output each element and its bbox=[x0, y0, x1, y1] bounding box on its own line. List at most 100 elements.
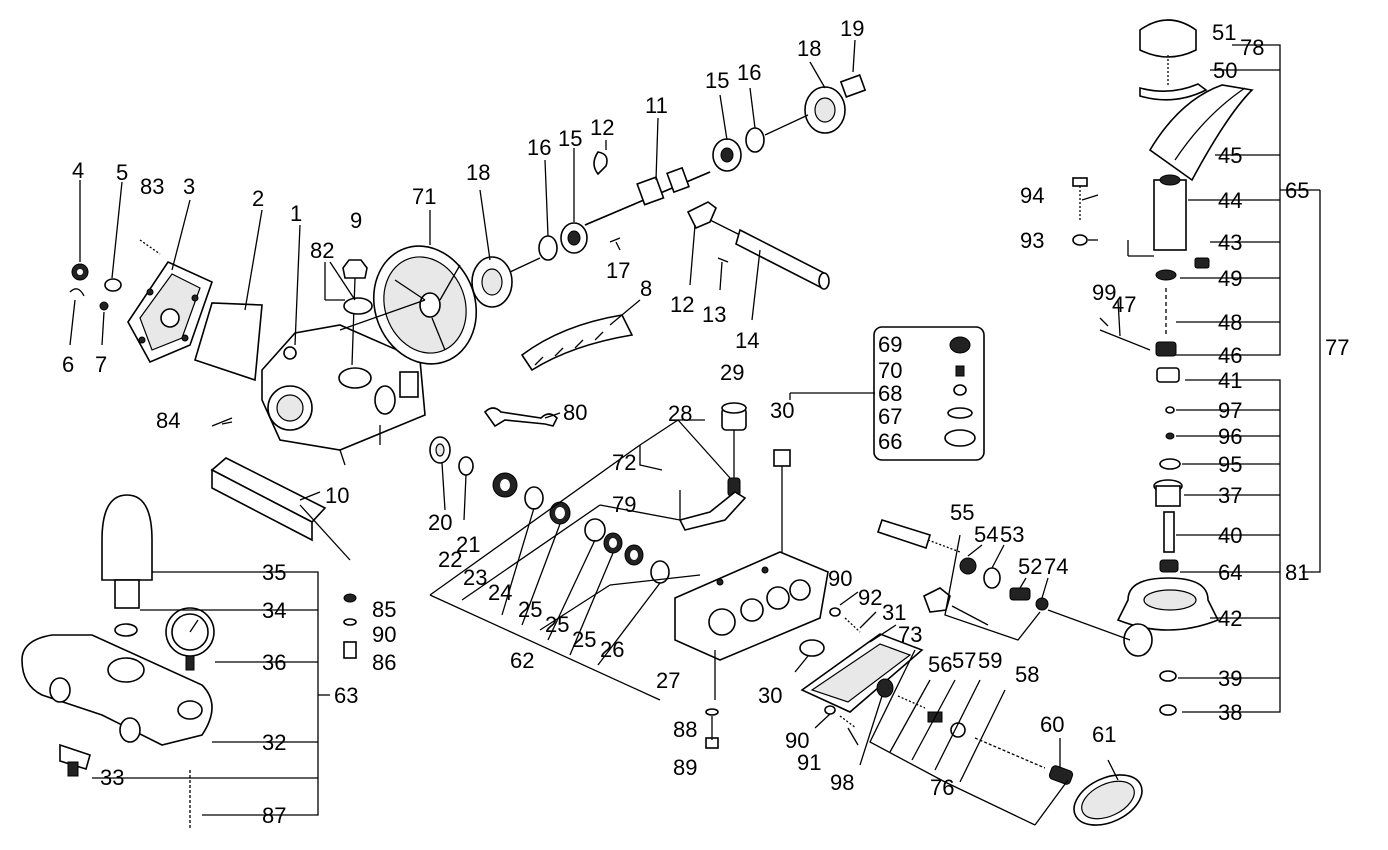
label-29: 29 bbox=[720, 360, 744, 385]
part-40-pin bbox=[1163, 511, 1175, 553]
label-25a: 25 bbox=[518, 597, 542, 622]
part-21-oring bbox=[458, 456, 474, 476]
part-8-guard bbox=[520, 314, 634, 372]
part-32-manifold bbox=[21, 634, 213, 746]
label-66: 66 bbox=[878, 429, 902, 454]
part-25-seal-b bbox=[603, 532, 623, 554]
label-13: 13 bbox=[702, 302, 726, 327]
label-93: 93 bbox=[1020, 228, 1044, 253]
leader-lines bbox=[69, 39, 1321, 826]
label-27: 27 bbox=[656, 668, 680, 693]
part-99-pin bbox=[1099, 317, 1109, 327]
part-98-fitting bbox=[876, 678, 894, 698]
part-20-seal bbox=[429, 436, 451, 464]
part-92-bolt bbox=[844, 617, 861, 633]
label-79: 79 bbox=[612, 492, 636, 517]
label-53: 53 bbox=[1000, 522, 1024, 547]
label-62: 62 bbox=[510, 648, 534, 673]
part-90-washer-head bbox=[829, 607, 841, 617]
label-68: 68 bbox=[878, 381, 902, 406]
label-48: 48 bbox=[1218, 310, 1242, 335]
part-61-strainer bbox=[1073, 774, 1143, 826]
label-83: 83 bbox=[140, 174, 164, 199]
part-90-washer-cover bbox=[824, 705, 836, 715]
part-1-pump-body bbox=[261, 324, 426, 466]
part-18-bearing-cover bbox=[471, 256, 541, 308]
label-6: 6 bbox=[62, 352, 74, 377]
label-84: 84 bbox=[156, 408, 180, 433]
part-9-oil-cap bbox=[342, 259, 368, 366]
label-12a: 12 bbox=[590, 115, 614, 140]
part-97-washer bbox=[1165, 406, 1175, 414]
label-35: 35 bbox=[262, 560, 286, 585]
label-25b: 25 bbox=[545, 612, 569, 637]
part-27-manifold-head bbox=[674, 551, 829, 700]
part-16-washer-right bbox=[745, 127, 765, 153]
label-17: 17 bbox=[606, 258, 630, 283]
valve-kit-box bbox=[789, 326, 985, 461]
label-72: 72 bbox=[612, 450, 636, 475]
part-number-labels: 4 5 83 3 2 1 82 9 6 7 71 18 16 15 12 11 … bbox=[62, 16, 1349, 828]
label-65: 65 bbox=[1285, 178, 1309, 203]
label-11: 11 bbox=[645, 93, 668, 118]
part-42-valve-body bbox=[1116, 577, 1220, 657]
label-9: 9 bbox=[350, 208, 362, 233]
part-38-oring bbox=[1159, 704, 1177, 716]
part-28-valve bbox=[727, 430, 741, 497]
label-42: 42 bbox=[1218, 606, 1242, 631]
label-19: 19 bbox=[840, 16, 864, 41]
part-93-washer bbox=[1072, 234, 1088, 246]
label-76: 76 bbox=[930, 775, 954, 800]
label-78: 78 bbox=[1240, 35, 1264, 60]
part-3-cover-plate bbox=[127, 260, 213, 364]
part-16-washer bbox=[538, 235, 558, 261]
part-74-oring bbox=[1035, 597, 1049, 611]
label-7: 7 bbox=[95, 352, 107, 377]
label-18a: 18 bbox=[466, 160, 490, 185]
part-50-bracket bbox=[1139, 83, 1208, 101]
label-23: 23 bbox=[463, 565, 487, 590]
part-37-bushing bbox=[1153, 479, 1183, 507]
part-79-bracket bbox=[678, 490, 747, 531]
label-63: 63 bbox=[334, 683, 358, 708]
label-92: 92 bbox=[858, 585, 882, 610]
label-28: 28 bbox=[668, 401, 692, 426]
label-18b: 18 bbox=[797, 36, 821, 61]
label-8: 8 bbox=[640, 276, 652, 301]
label-87: 87 bbox=[262, 803, 286, 828]
label-39: 39 bbox=[1218, 666, 1242, 691]
part-91-bolt bbox=[839, 715, 857, 729]
label-95: 95 bbox=[1218, 452, 1242, 477]
part-64-nut bbox=[1159, 559, 1179, 573]
label-36: 36 bbox=[262, 650, 286, 675]
label-54: 54 bbox=[974, 522, 998, 547]
part-95-oring bbox=[1159, 458, 1181, 470]
label-71: 71 bbox=[412, 184, 436, 209]
label-2: 2 bbox=[252, 186, 264, 211]
label-21: 21 bbox=[456, 532, 480, 557]
part-84-screw bbox=[211, 417, 233, 427]
part-5-washer bbox=[104, 278, 122, 292]
part-94-bolt bbox=[1072, 177, 1088, 220]
label-14: 14 bbox=[735, 328, 759, 353]
label-49: 49 bbox=[1218, 266, 1242, 291]
part-54-washer bbox=[959, 557, 977, 575]
label-31: 31 bbox=[882, 600, 906, 625]
label-22: 22 bbox=[438, 547, 462, 572]
part-82-oring bbox=[343, 297, 373, 315]
part-39-washer bbox=[1159, 670, 1177, 682]
label-41: 41 bbox=[1218, 368, 1242, 393]
label-82: 82 bbox=[310, 238, 334, 263]
part-47-rod bbox=[1099, 329, 1151, 351]
part-55-spring bbox=[876, 519, 961, 553]
part-44-cylinder bbox=[1153, 174, 1187, 251]
part-7-pin bbox=[99, 301, 109, 311]
part-96-ball bbox=[1165, 432, 1175, 440]
label-69: 69 bbox=[878, 332, 902, 357]
label-43: 43 bbox=[1218, 230, 1242, 255]
label-60: 60 bbox=[1040, 712, 1064, 737]
label-45: 45 bbox=[1218, 143, 1242, 168]
label-4: 4 bbox=[72, 158, 84, 183]
label-40: 40 bbox=[1218, 523, 1242, 548]
label-59: 59 bbox=[978, 648, 1002, 673]
